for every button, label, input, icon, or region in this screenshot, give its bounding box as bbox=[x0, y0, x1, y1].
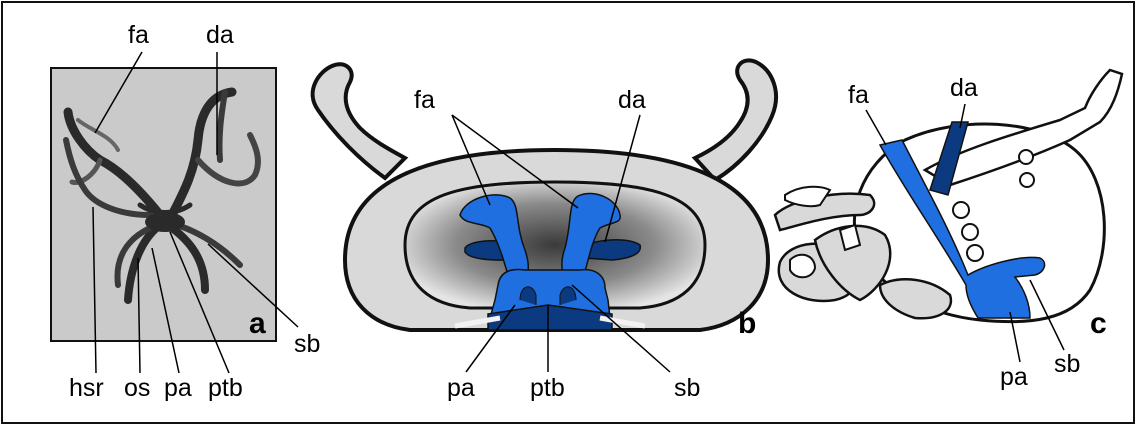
panel-c-spiracle-1 bbox=[1019, 150, 1033, 164]
panel-c-spiracle-4 bbox=[962, 224, 978, 240]
panel-b-label-fa: fa bbox=[414, 86, 435, 114]
panel-b-letter: b bbox=[738, 307, 756, 340]
panel-b-label-sb: sb bbox=[674, 374, 700, 402]
panel-c-letter: c bbox=[1090, 307, 1107, 340]
panel-a-letter: a bbox=[249, 307, 266, 340]
panel-b-label-da: da bbox=[618, 86, 646, 114]
panel-b-label-ptb: ptb bbox=[530, 374, 565, 402]
panel-c-spiracle-3 bbox=[953, 202, 969, 218]
panel-c-label-pa: pa bbox=[1000, 363, 1028, 391]
panel-a-label-os: os bbox=[124, 374, 150, 402]
panel-a-label-sb: sb bbox=[294, 330, 320, 358]
panel-a-label-hsr: hsr bbox=[69, 374, 104, 402]
panel-c-label-fa: fa bbox=[848, 81, 869, 109]
panel-b-label-pa: pa bbox=[447, 374, 475, 402]
panel-a-label-pa: pa bbox=[164, 374, 192, 402]
panel-c-label-da: da bbox=[950, 74, 978, 102]
panel-c-spiracle-2 bbox=[1020, 173, 1034, 187]
panel-a-label-da: da bbox=[206, 21, 234, 49]
panel-a-label-ptb: ptb bbox=[208, 374, 243, 402]
panel-c-spiracle-5 bbox=[967, 245, 983, 261]
panel-c-eye bbox=[790, 255, 815, 278]
panel-a-label-fa: fa bbox=[128, 21, 149, 49]
panel-c-label-sb: sb bbox=[1054, 350, 1080, 378]
